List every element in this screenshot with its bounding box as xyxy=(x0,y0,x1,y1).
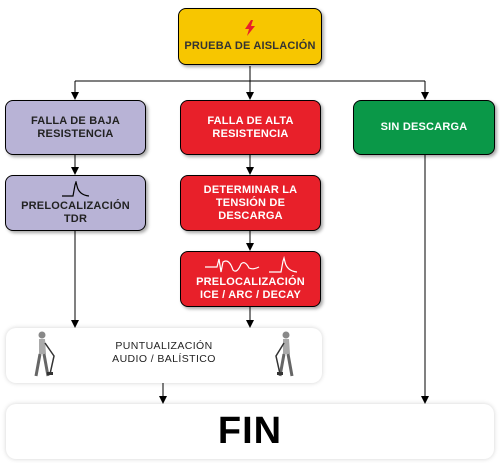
node-puntualizacion: PUNTUALIZACIÓN AUDIO / BALÍSTICO xyxy=(6,328,322,383)
node-fin-label: FIN xyxy=(217,410,283,452)
waveform-icon xyxy=(204,256,297,273)
node-prelocalizacion-ice-label: PRELOCALIZACIÓN ICE / ARC / DECAY xyxy=(196,276,305,301)
node-prueba-label: PRUEBA DE AISLACIÓN xyxy=(184,40,316,52)
tdr-pulse-icon xyxy=(61,180,89,197)
node-prueba: PRUEBA DE AISLACIÓN xyxy=(178,8,322,65)
node-falla-alta: FALLA DE ALTA RESISTENCIA xyxy=(180,100,321,155)
lightning-bolt-icon xyxy=(245,20,255,36)
node-sin-descarga: SIN DESCARGA xyxy=(353,100,495,155)
node-fin: FIN xyxy=(6,404,494,459)
node-falla-alta-label: FALLA DE ALTA RESISTENCIA xyxy=(207,114,294,140)
node-sin-descarga-label: SIN DESCARGA xyxy=(380,121,468,133)
node-determinar-tension-label: DETERMINAR LA TENSIÓN DE DESCARGA xyxy=(203,183,298,222)
node-falla-baja: FALLA DE BAJA RESISTENCIA xyxy=(5,100,146,155)
node-prelocalizacion-tdr-label: PRELOCALIZACIÓN TDR xyxy=(21,199,130,225)
node-falla-baja-label: FALLA DE BAJA RESISTENCIA xyxy=(31,114,120,140)
walking-technician-right-icon xyxy=(275,331,294,377)
node-prelocalizacion-tdr: PRELOCALIZACIÓN TDR xyxy=(5,175,146,231)
node-puntualizacion-label: PUNTUALIZACIÓN AUDIO / BALÍSTICO xyxy=(112,340,216,365)
walking-technician-left-icon xyxy=(34,331,55,377)
node-determinar-tension: DETERMINAR LA TENSIÓN DE DESCARGA xyxy=(180,175,321,231)
node-prelocalizacion-ice: PRELOCALIZACIÓN ICE / ARC / DECAY xyxy=(180,251,321,307)
